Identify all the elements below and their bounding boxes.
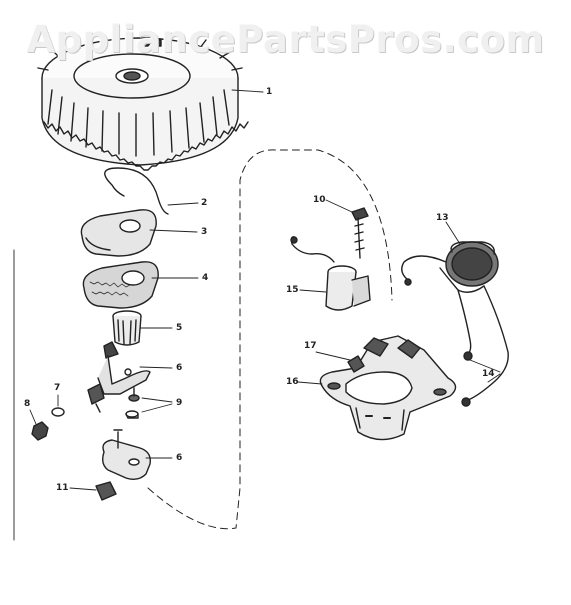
watermark: AppliancePartsPros.com xyxy=(26,18,545,61)
washer xyxy=(51,407,65,417)
flywheel xyxy=(37,37,249,171)
mounting-bracket xyxy=(319,335,457,441)
dust-cover xyxy=(80,209,157,257)
breaker-base xyxy=(101,429,151,481)
ignition-coil xyxy=(401,241,499,293)
condenser-screw xyxy=(351,207,369,259)
callout-16: 16 xyxy=(286,377,299,387)
cam-bushing xyxy=(112,310,142,346)
screws xyxy=(125,387,140,419)
callout-5: 5 xyxy=(176,323,183,333)
callout-4: 4 xyxy=(202,273,209,283)
callout-10: 10 xyxy=(313,195,326,205)
callout-3: 3 xyxy=(201,227,208,237)
callout-2: 2 xyxy=(201,198,208,208)
callout-17: 17 xyxy=(304,341,317,351)
callout-8: 8 xyxy=(24,399,31,409)
condenser xyxy=(290,236,371,311)
dashed-group-outline xyxy=(147,149,393,530)
callout-6-lower: 6 xyxy=(176,453,183,463)
callout-14: 14 xyxy=(482,369,495,379)
callout-11: 11 xyxy=(56,483,69,493)
spring-clip xyxy=(104,167,169,215)
coil-leads xyxy=(457,285,509,407)
breaker-arm xyxy=(87,341,151,413)
callout-1: 1 xyxy=(266,87,273,97)
callout-9: 9 xyxy=(176,398,183,408)
callout-15: 15 xyxy=(286,285,299,295)
callout-13: 13 xyxy=(436,213,449,223)
nut xyxy=(31,421,49,441)
terminal-clip xyxy=(95,481,117,501)
gasket xyxy=(82,261,159,309)
callout-6: 6 xyxy=(176,363,183,373)
callout-7: 7 xyxy=(54,383,61,393)
